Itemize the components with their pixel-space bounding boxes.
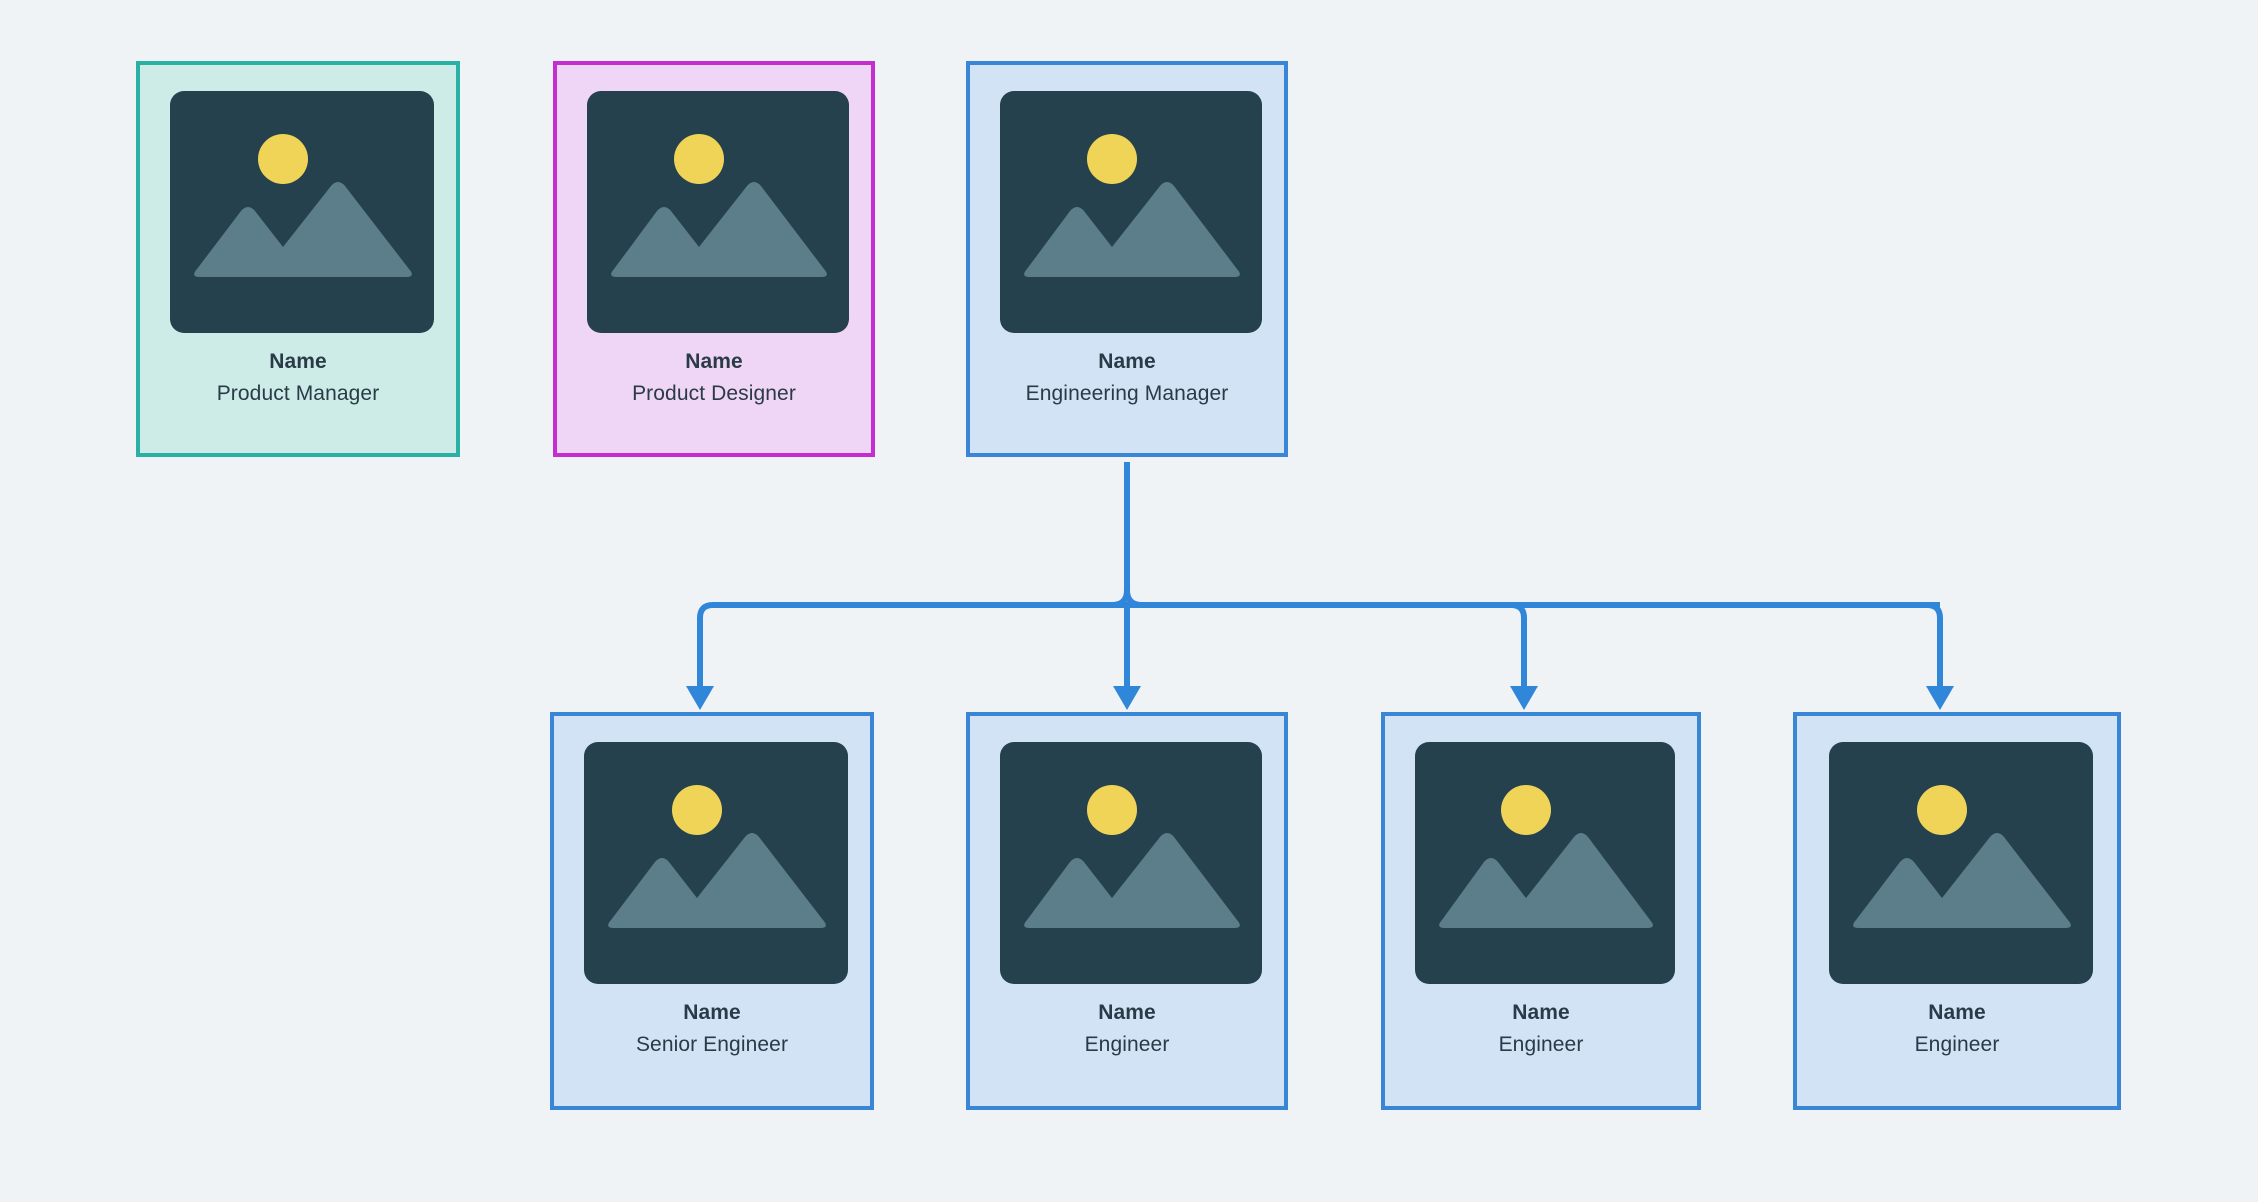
card-role: Product Manager [216, 382, 380, 406]
arrow-down-icon [1113, 686, 1141, 710]
card-engineer-2[interactable]: Name Engineer [1381, 712, 1701, 1110]
card-labels-engineer-3: Name Engineer [1797, 999, 2117, 1060]
sun-icon [672, 785, 722, 835]
connector-branch-third [1510, 602, 1527, 692]
card-labels-engineer-2: Name Engineer [1385, 999, 1697, 1060]
card-labels-product-manager: Name Product Manager [140, 348, 456, 409]
card-role: Engineer [1084, 1033, 1170, 1057]
card-name: Name [683, 1001, 741, 1024]
card-product-manager[interactable]: Name Product Manager [136, 61, 460, 457]
card-senior-engineer[interactable]: Name Senior Engineer [550, 712, 874, 1110]
image-placeholder-icon [1000, 91, 1262, 333]
mountain-icon [1439, 833, 1653, 928]
mountain-icon [611, 182, 827, 277]
card-name: Name [1512, 1001, 1570, 1024]
card-name: Name [685, 350, 743, 373]
sun-icon [258, 134, 308, 184]
arrow-down-icon [1926, 686, 1954, 710]
card-engineer-1[interactable]: Name Engineer [966, 712, 1288, 1110]
mountain-icon [1853, 833, 2071, 928]
card-labels-senior-engineer: Name Senior Engineer [554, 999, 870, 1060]
card-labels-engineer-1: Name Engineer [970, 999, 1284, 1060]
sun-icon [1917, 785, 1967, 835]
mountain-icon [194, 182, 412, 277]
connector-bus [697, 602, 1940, 692]
card-name: Name [1098, 1001, 1156, 1024]
card-role: Engineering Manager [1025, 382, 1229, 406]
mountain-icon [1024, 182, 1240, 277]
card-engineering-manager[interactable]: Name Engineering Manager [966, 61, 1288, 457]
card-role: Engineer [1914, 1033, 2000, 1057]
image-placeholder-icon [1000, 742, 1262, 984]
arrow-down-icon [686, 686, 714, 710]
image-placeholder-icon [1415, 742, 1675, 984]
image-placeholder-icon [170, 91, 434, 333]
card-name: Name [269, 350, 327, 373]
card-role: Engineer [1498, 1033, 1584, 1057]
image-placeholder-icon [1829, 742, 2093, 984]
connector-trunk-fillet-left [1111, 589, 1130, 608]
image-placeholder-icon [587, 91, 849, 333]
mountain-icon [1024, 833, 1240, 928]
mountain-icon [608, 833, 826, 928]
card-product-designer[interactable]: Name Product Designer [553, 61, 875, 457]
card-labels-engineering-manager: Name Engineering Manager [970, 348, 1284, 409]
connector-trunk [1124, 462, 1143, 608]
sun-icon [1501, 785, 1551, 835]
sun-icon [674, 134, 724, 184]
sun-icon [1087, 134, 1137, 184]
arrow-down-icon [1510, 686, 1538, 710]
card-role: Product Designer [632, 382, 796, 406]
card-name: Name [1928, 1001, 1986, 1024]
connector-branch-right-outer [1926, 602, 1943, 692]
card-name: Name [1098, 350, 1156, 373]
card-role: Senior Engineer [635, 1033, 789, 1057]
sun-icon [1087, 785, 1137, 835]
card-labels-product-designer: Name Product Designer [557, 348, 871, 409]
image-placeholder-icon [584, 742, 848, 984]
card-engineer-3[interactable]: Name Engineer [1793, 712, 2121, 1110]
